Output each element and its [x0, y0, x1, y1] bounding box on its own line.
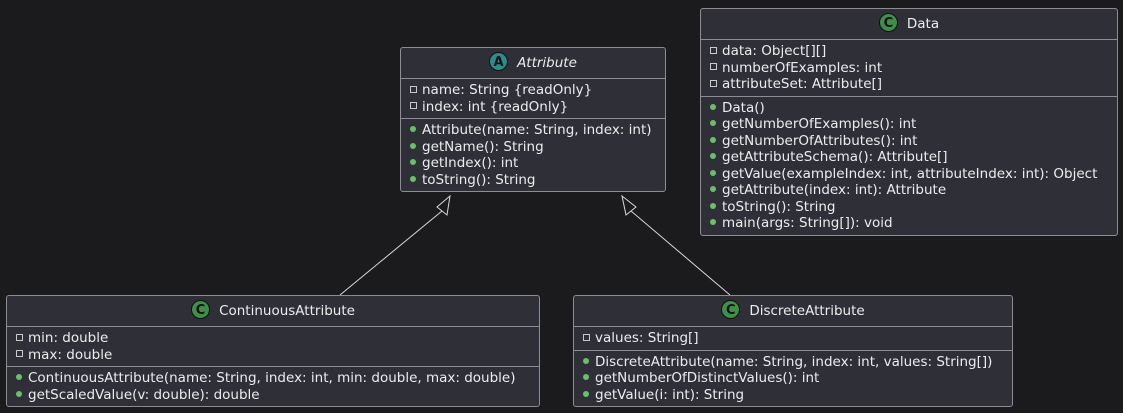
method-row: Data() [701, 100, 1117, 117]
class-header: C ContinuousAttribute [7, 296, 539, 327]
methods-section: ContinuousAttribute(name: String, index:… [7, 366, 539, 406]
method-row: ContinuousAttribute(name: String, index:… [7, 370, 539, 387]
field-row: min: double [7, 330, 539, 347]
method-row: getAttribute(index: int): Attribute [701, 182, 1117, 199]
public-icon [708, 100, 718, 117]
public-icon [708, 215, 718, 232]
private-icon [408, 82, 418, 99]
public-icon [581, 354, 591, 371]
class-name: Data [906, 16, 940, 32]
public-icon [581, 387, 591, 404]
inheritance-edge-continuous [339, 194, 451, 296]
fields-section: name: String {readOnly} index: int {read… [401, 79, 665, 118]
method-row: getValue(exampleIndex: int, attributeInd… [701, 166, 1117, 183]
method-row: getAttributeSchema(): Attribute[] [701, 149, 1117, 166]
field-row: numberOfExamples: int [701, 60, 1117, 77]
class-discrete-attribute[interactable]: C DiscreteAttribute values: String[] Disc… [573, 295, 1013, 407]
private-icon [708, 60, 718, 77]
private-icon [14, 347, 24, 364]
methods-section: Attribute(name: String, index: int) getN… [401, 118, 665, 191]
method-row: getNumberOfDistinctValues(): int [574, 370, 1012, 387]
public-icon [14, 370, 24, 387]
private-icon [708, 43, 718, 60]
method-row: getNumberOfExamples(): int [701, 116, 1117, 133]
field-row: data: Object[][] [701, 43, 1117, 60]
method-row: toString(): String [401, 172, 665, 189]
class-name: Attribute [517, 55, 577, 71]
class-continuous-attribute[interactable]: C ContinuousAttribute min: double max: do… [6, 295, 540, 407]
public-icon [708, 149, 718, 166]
class-icon: C [191, 300, 211, 319]
public-icon [408, 122, 418, 139]
field-row: name: String {readOnly} [401, 82, 665, 99]
class-name: DiscreteAttribute [749, 303, 865, 319]
class-header: A Attribute [401, 48, 665, 79]
class-icon: C [721, 300, 741, 319]
abstract-class-icon: A [489, 52, 509, 71]
private-icon [581, 330, 591, 347]
public-icon [408, 139, 418, 156]
class-attribute[interactable]: A Attribute name: String {readOnly} index… [400, 47, 666, 192]
method-row: getScaledValue(v: double): double [7, 387, 539, 404]
public-icon [14, 387, 24, 404]
public-icon [708, 182, 718, 199]
method-row: main(args: String[]): void [701, 215, 1117, 232]
method-row: toString(): String [701, 199, 1117, 216]
class-icon: C [878, 13, 898, 32]
public-icon [581, 370, 591, 387]
method-row: getName(): String [401, 139, 665, 156]
field-row: values: String[] [574, 330, 1012, 347]
method-row: getNumberOfAttributes(): int [701, 133, 1117, 150]
public-icon [708, 116, 718, 133]
method-row: Attribute(name: String, index: int) [401, 122, 665, 139]
private-icon [408, 99, 418, 116]
class-data[interactable]: C Data data: Object[][] numberOfExamples:… [700, 8, 1118, 236]
fields-section: data: Object[][] numberOfExamples: int a… [701, 40, 1117, 96]
class-header: C Data [701, 9, 1117, 40]
method-row: getIndex(): int [401, 155, 665, 172]
private-icon [14, 330, 24, 347]
public-icon [408, 172, 418, 189]
public-icon [708, 199, 718, 216]
methods-section: Data() getNumberOfExamples(): int getNum… [701, 95, 1117, 235]
public-icon [708, 166, 718, 183]
methods-section: DiscreteAttribute(name: String, index: i… [574, 349, 1012, 407]
public-icon [708, 133, 718, 150]
fields-section: min: double max: double [7, 327, 539, 366]
field-row: attributeSet: Attribute[] [701, 76, 1117, 93]
method-row: DiscreteAttribute(name: String, index: i… [574, 354, 1012, 371]
class-name: ContinuousAttribute [219, 303, 355, 319]
inheritance-edge-discrete [621, 194, 731, 296]
class-header: C DiscreteAttribute [574, 296, 1012, 327]
method-row: getValue(i: int): String [574, 387, 1012, 404]
public-icon [408, 155, 418, 172]
field-row: max: double [7, 347, 539, 364]
fields-section: values: String[] [574, 327, 1012, 350]
field-row: index: int {readOnly} [401, 99, 665, 116]
private-icon [708, 76, 718, 93]
